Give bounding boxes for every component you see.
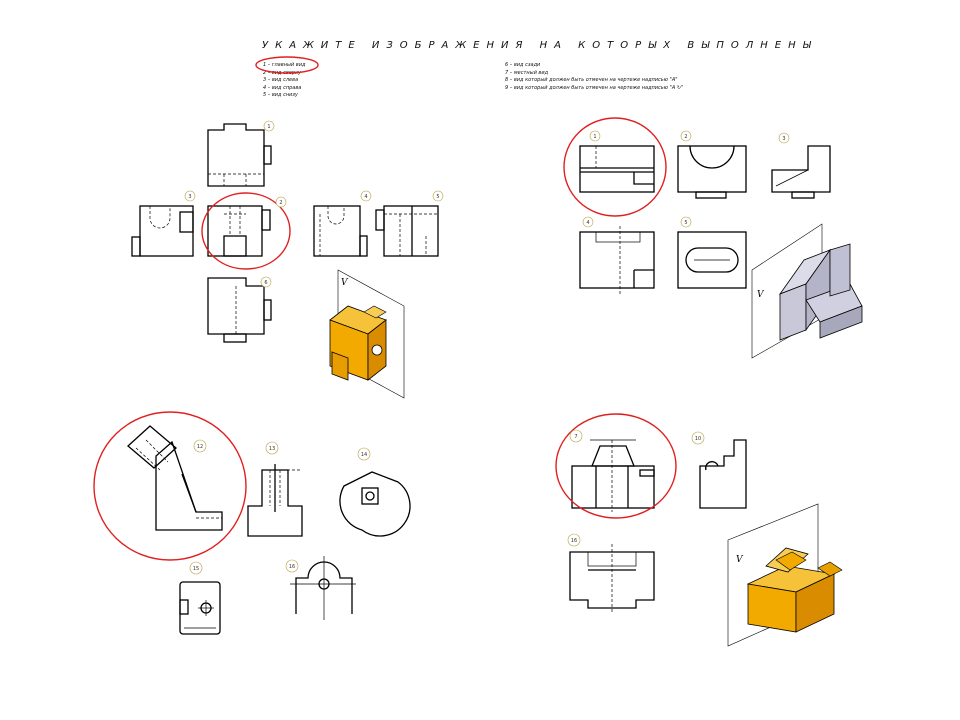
view-tag: 10 xyxy=(691,431,705,445)
view-3e xyxy=(290,556,356,620)
view-tags: 1 3 2 4 5 6 1 2 3 4 5 12 13 14 15 16 7 1… xyxy=(184,120,790,575)
view-tag: 15 xyxy=(189,561,203,575)
group-1-views: V xyxy=(131,123,439,399)
svg-text:3: 3 xyxy=(188,194,191,200)
plane-label: V xyxy=(736,555,744,565)
group-3-views xyxy=(93,411,411,635)
view-4c xyxy=(569,544,655,614)
svg-text:5: 5 xyxy=(436,194,439,200)
view-tag: 2 xyxy=(275,196,287,208)
view-tag: 6 xyxy=(260,276,272,288)
svg-text:5: 5 xyxy=(684,220,687,226)
view-left xyxy=(131,205,194,257)
view-tag: 3 xyxy=(778,132,790,144)
view-front xyxy=(207,205,271,257)
view-3c xyxy=(339,471,411,537)
plane-label: V xyxy=(757,290,765,300)
view-2a xyxy=(579,145,655,193)
view-2d xyxy=(579,226,655,294)
svg-text:12: 12 xyxy=(197,444,203,450)
view-rear xyxy=(375,205,439,257)
legend-right: 6 – вид сзади 7 – местный вид 8 – вид ко… xyxy=(505,62,683,92)
svg-text:13: 13 xyxy=(269,446,275,452)
view-tag: 16 xyxy=(567,533,581,547)
svg-text:16: 16 xyxy=(289,564,295,570)
svg-text:14: 14 xyxy=(361,452,367,458)
view-tag: 5 xyxy=(680,216,692,228)
view-4b xyxy=(699,439,747,509)
svg-text:1: 1 xyxy=(267,124,270,130)
view-tag: 14 xyxy=(357,447,371,461)
highlight-circle xyxy=(201,192,291,270)
view-tag: 1 xyxy=(263,120,275,132)
view-tag: 4 xyxy=(582,216,594,228)
view-tag: 12 xyxy=(193,439,207,453)
view-2c xyxy=(771,145,831,199)
group-2-views: V xyxy=(563,117,863,359)
svg-text:16: 16 xyxy=(571,538,577,544)
legend-item: 7 – местный вид xyxy=(505,69,549,76)
legend-highlight-circle xyxy=(255,56,319,74)
view-3d xyxy=(179,581,221,635)
view-tag: 16 xyxy=(285,559,299,573)
plane-label: V xyxy=(341,278,349,288)
view-tag: 7 xyxy=(569,429,583,443)
view-3b xyxy=(247,464,303,537)
model-3d-grey: V xyxy=(751,223,863,359)
svg-text:10: 10 xyxy=(695,436,701,442)
legend-item: 8 – вид который должен быть отмечен на ч… xyxy=(505,77,678,84)
model-3d-orange-2: V xyxy=(727,503,843,647)
view-bottom xyxy=(207,277,272,343)
view-4a xyxy=(571,439,655,512)
view-tag: 5 xyxy=(432,190,444,202)
highlight-circle xyxy=(563,117,667,217)
highlight-circle xyxy=(555,413,677,519)
view-tag: 2 xyxy=(680,130,692,142)
svg-text:2: 2 xyxy=(684,134,687,140)
view-tag: 4 xyxy=(360,190,372,202)
legend-item: 5 – вид снизу xyxy=(263,92,298,99)
view-right xyxy=(313,205,368,257)
svg-text:6: 6 xyxy=(264,280,267,286)
view-tag: 13 xyxy=(265,441,279,455)
view-2e xyxy=(677,231,747,289)
model-3d-orange: V xyxy=(329,269,405,399)
legend-item: 3 – вид слева xyxy=(263,77,299,84)
svg-text:15: 15 xyxy=(193,566,199,572)
legend-item: 4 – вид справа xyxy=(263,84,302,91)
svg-text:7: 7 xyxy=(574,434,577,440)
svg-text:4: 4 xyxy=(364,194,367,200)
legend-item: 1 – главный вид xyxy=(263,62,306,68)
view-tag: 3 xyxy=(184,190,196,202)
group-4-views: V xyxy=(555,413,843,647)
legend-item: 9 – вид который должен быть отмечен на ч… xyxy=(505,84,684,91)
view-2b xyxy=(677,145,747,199)
highlight-circle xyxy=(93,411,247,561)
svg-text:1: 1 xyxy=(593,134,596,140)
view-inclined xyxy=(127,425,223,531)
page-title: УКАЖИТЕ ИЗОБРАЖЕНИЯ НА КОТОРЫХ ВЫПОЛНЕНЫ xyxy=(262,40,818,51)
svg-text:3: 3 xyxy=(782,136,785,142)
legend-item: 6 – вид сзади xyxy=(505,62,541,68)
svg-text:4: 4 xyxy=(586,220,589,226)
view-top xyxy=(207,123,272,187)
view-tag: 1 xyxy=(589,130,601,142)
svg-text:2: 2 xyxy=(279,200,282,206)
